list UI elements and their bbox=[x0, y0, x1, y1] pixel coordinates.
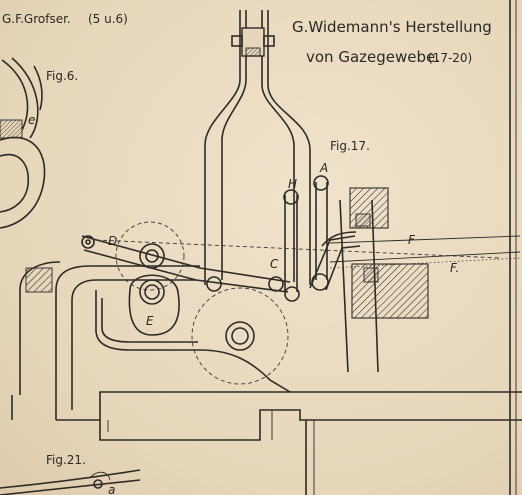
author-left: G.F.Grofser. bbox=[2, 12, 71, 26]
fig21-fragment: Fig.21. a bbox=[0, 453, 141, 495]
fig21-label: Fig.21. bbox=[46, 453, 86, 467]
fig6-fragment: Fig.6. e bbox=[0, 57, 78, 229]
title-line-1: G.Widemann's Herstellung bbox=[292, 18, 492, 36]
author-left-ref: (5 u.6) bbox=[88, 12, 128, 26]
label-C: C bbox=[270, 257, 279, 271]
label-e: e bbox=[28, 113, 35, 127]
label-F: F bbox=[408, 233, 416, 247]
label-H: H bbox=[288, 177, 297, 191]
label-E: E bbox=[146, 314, 154, 328]
title-line-2: von Gazegewebe. bbox=[306, 48, 440, 66]
fig6-label: Fig.6. bbox=[46, 69, 78, 83]
label-A: A bbox=[319, 161, 328, 175]
fig17-label: Fig.17. bbox=[330, 139, 370, 153]
label-F2: F. bbox=[450, 261, 459, 275]
label-a: a bbox=[108, 483, 115, 495]
title-ref: (17-20) bbox=[428, 51, 472, 65]
fig17-mechanism: Fig.17. H A bbox=[11, 0, 522, 495]
